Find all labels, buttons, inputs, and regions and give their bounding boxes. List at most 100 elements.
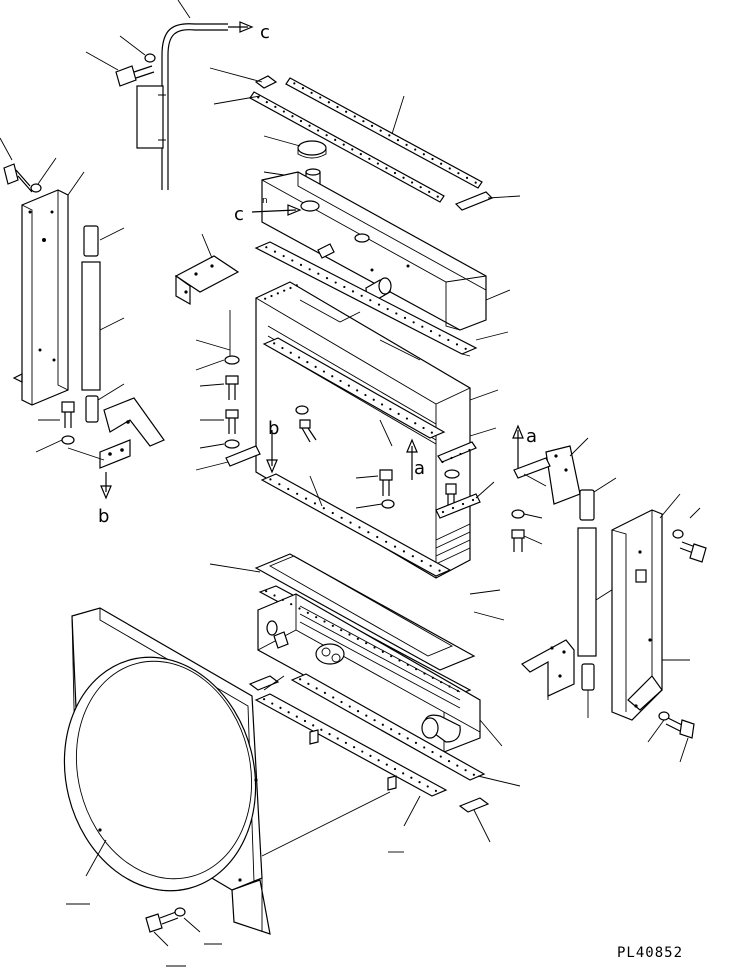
bolt-hole [418,780,421,784]
bolt-hole [431,750,434,754]
bolt-hole [265,100,268,104]
right-bracket-bolts [511,509,543,552]
bolt-hole [265,590,268,593]
bolt-hole [323,691,327,695]
bolt-hole [282,254,285,258]
bolt-hole [393,171,397,175]
radiator-cap [263,135,327,159]
bolt-hole [402,176,405,179]
upper-tank: c n [234,171,511,331]
holes-top-strip-upper [293,82,477,184]
bolt-hole [336,737,339,740]
arrow-a-core: a [406,438,425,480]
bolt-hole [456,764,459,767]
bolt-hole [271,702,274,705]
bolt-hole [373,719,376,722]
bolt-hole [365,642,368,645]
tank-mark-n: n [262,196,268,206]
shroud-bolt [145,907,222,967]
bolt-hole [319,96,322,99]
bolt-hole [397,412,400,415]
bolt-hole [415,668,418,671]
bolt-top-left [85,35,156,87]
bolt-hole [385,540,388,543]
bolt-hole [323,620,326,623]
bolt-hole [316,129,320,132]
bolt-hole [455,343,459,346]
right-rubber-seal-bottom [581,663,595,718]
bolt-hole [472,773,475,776]
bolt-hole [434,789,438,792]
bolt-hole [385,763,388,766]
bolt-hole [406,663,409,666]
holes-upper-gasket [265,246,467,350]
holes-top-strip-lower [257,96,439,198]
left-side-plate [12,171,85,406]
bolt-hole [343,285,346,289]
bolt-hole [356,637,359,640]
bottom-small-plate-right [458,797,491,843]
bolt-hole [431,157,434,161]
bolt-hole [385,167,388,170]
bolt-hole [313,502,317,505]
bolt-hole [359,152,362,156]
bolt-hole [295,715,298,718]
bolt-hole [451,506,455,510]
bolt-hole [262,698,266,701]
bolt-hole [307,682,310,685]
bolt-hole [422,426,425,430]
core-right-bolts [355,441,495,519]
lower-gasket-1 [209,553,476,671]
bolt-hole [421,325,424,328]
bolt-hole [379,129,382,132]
bolt-hole [327,101,330,104]
bolt-hole [372,398,375,401]
bolt-hole [410,181,414,184]
bolt-hole [396,138,400,142]
bolt-hole [426,785,429,788]
arrow-label-c-mid: c [234,204,244,225]
bolt-hole [269,478,272,481]
bolt-hole [369,754,372,758]
bolt-hole [339,379,342,383]
left-lower-bolt [35,401,75,453]
fan-shroud [63,607,404,935]
bolt-hole [304,497,308,500]
bolt-hole [348,633,351,636]
bolt-hole [431,676,434,679]
bolt-hole [306,611,309,614]
bolt-hole [362,120,365,123]
bolt-hole [419,186,422,189]
bolt-hole [298,607,301,610]
bolt-hole [398,659,401,662]
bolt-hole [274,105,277,108]
bolt-hole [390,728,393,731]
bolt-hole [364,393,367,397]
bolt-hole [289,351,292,354]
bolt-hole [388,134,391,137]
bolt-hole [317,272,320,275]
bolt-hole [349,521,352,524]
bolt-hole [308,124,311,127]
left-rubber-seal-long [81,261,125,391]
bolt-hole [344,741,348,744]
bolt-hole [440,681,443,684]
bolt-hole [441,460,444,464]
holes-bottom-strip-lower [262,698,438,792]
bolt-hole [402,772,405,775]
bolt-hole [322,507,325,510]
bolt-hole [398,732,401,735]
bolt-hole [340,629,343,632]
bolt-hole [360,294,363,297]
bolt-hole [283,289,286,292]
bolt-hole [287,487,290,491]
bolt-hole [370,124,374,128]
bolt-hole [465,176,469,180]
bolt-hole [368,157,371,160]
bolt-hole [474,181,477,184]
center-left-bolts [195,310,261,471]
bolt-hole [306,361,309,364]
bolt-hole [315,687,318,690]
upper-left-support-bracket [174,233,240,306]
